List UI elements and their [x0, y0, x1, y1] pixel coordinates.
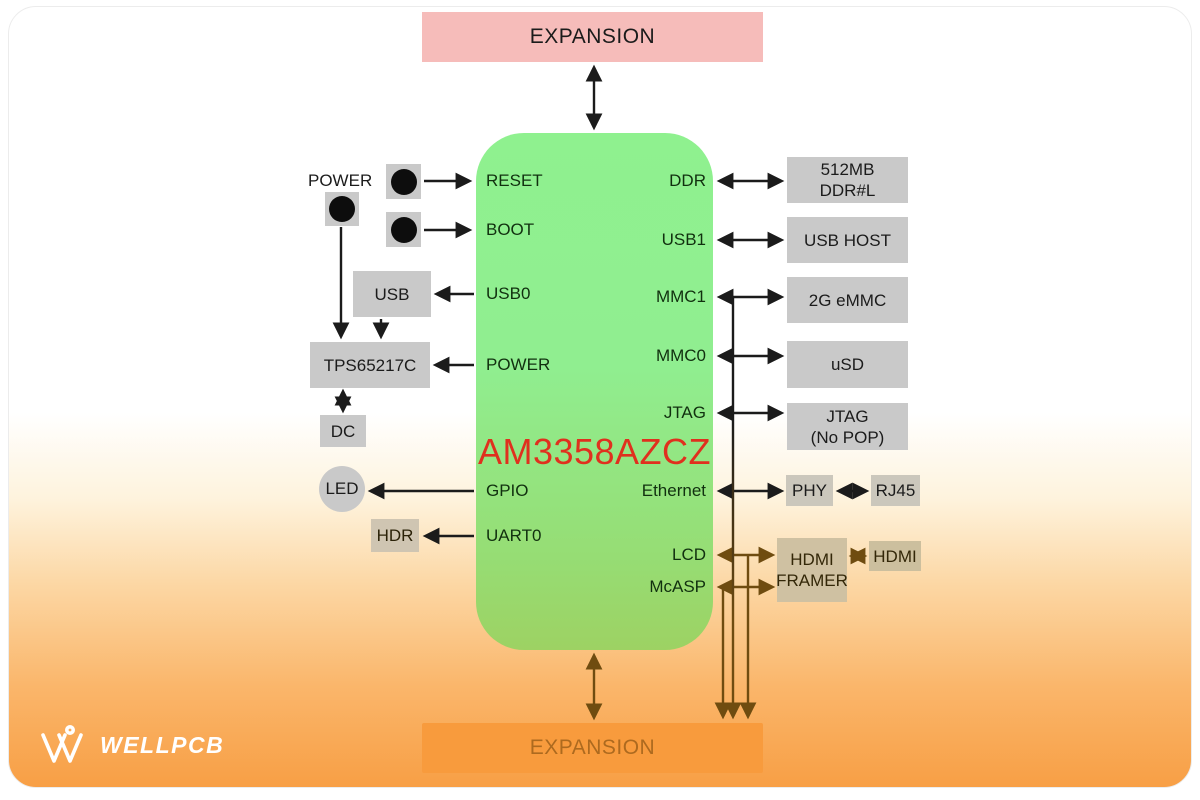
- expansion-top-box: EXPANSION: [422, 12, 763, 62]
- wellpcb-logo: WELLPCB: [36, 722, 224, 768]
- boot-button-icon: [390, 216, 417, 243]
- pmic-box-label: TPS65217C: [323, 355, 417, 375]
- power-label: POWER: [308, 171, 373, 190]
- boot-button: [386, 212, 421, 247]
- hdmi-framer-line2: FRAMER: [776, 571, 848, 590]
- pin-ethernet: Ethernet: [641, 481, 706, 500]
- ddr-memory-box: 512MB DDR#L: [787, 157, 908, 203]
- jtag-line2: (No POP): [810, 427, 885, 447]
- pin-gpio: GPIO: [486, 481, 529, 500]
- expansion-top-label: EXPANSION: [529, 25, 656, 48]
- wellpcb-logo-text: WELLPCB: [100, 731, 225, 758]
- dc-box-label: DC: [330, 421, 356, 441]
- power-button-icon: [329, 196, 355, 222]
- pin-mmc1: MMC1: [655, 287, 706, 306]
- led-circle: LED: [319, 466, 365, 512]
- processor-block: [476, 133, 713, 650]
- hdmi-framer-box: HDMI FRAMER: [776, 538, 848, 602]
- hdr-box: HDR: [371, 519, 419, 552]
- wellpcb-logo-icon: [41, 725, 83, 763]
- hdmi-box: HDMI: [869, 541, 921, 571]
- pin-uart0: UART0: [486, 526, 542, 545]
- usb-box: USB: [353, 271, 431, 317]
- expansion-bottom-label: EXPANSION: [529, 736, 656, 759]
- hdmi-label: HDMI: [873, 546, 917, 566]
- hdmi-framer-line1: HDMI: [790, 550, 834, 569]
- usb-host-box: USB HOST: [787, 217, 908, 263]
- dc-box: DC: [320, 415, 366, 447]
- pin-usb1: USB1: [661, 230, 706, 249]
- ddr-memory-line2: DDR#L: [819, 181, 876, 200]
- pin-mmc0: MMC0: [655, 346, 706, 365]
- pin-lcd: LCD: [671, 545, 706, 564]
- pin-mcasp: McASP: [649, 577, 706, 596]
- jtag-line1: JTAG: [826, 406, 869, 426]
- led-label: LED: [325, 479, 359, 498]
- jtag-box: JTAG (No POP): [787, 403, 908, 450]
- usb-host-label: USB HOST: [804, 230, 891, 250]
- pin-power: POWER: [486, 355, 551, 374]
- rj45-label: RJ45: [875, 481, 916, 500]
- pin-ddr: DDR: [669, 171, 706, 190]
- rj45-box: RJ45: [871, 475, 920, 506]
- hdr-box-label: HDR: [376, 526, 414, 545]
- reset-button: [386, 164, 421, 199]
- processor-name: AM3358AZCZ: [477, 431, 712, 472]
- emmc-label: 2G eMMC: [808, 290, 887, 310]
- expansion-bottom-box: EXPANSION: [422, 723, 763, 773]
- phy-label: PHY: [792, 481, 827, 500]
- emmc-box: 2G eMMC: [787, 277, 908, 323]
- pin-reset: RESET: [486, 171, 543, 190]
- usd-box: uSD: [787, 341, 908, 388]
- ddr-memory-line1: 512MB: [820, 160, 875, 179]
- usd-label: uSD: [830, 355, 865, 374]
- pin-jtag: JTAG: [663, 403, 706, 422]
- reset-button-icon: [390, 168, 417, 195]
- phy-box: PHY: [786, 475, 833, 506]
- pin-usb0: USB0: [486, 284, 531, 303]
- pmic-box: TPS65217C: [310, 342, 430, 388]
- usb-box-label: USB: [374, 284, 410, 304]
- power-button: [325, 192, 359, 226]
- pin-boot: BOOT: [486, 220, 535, 239]
